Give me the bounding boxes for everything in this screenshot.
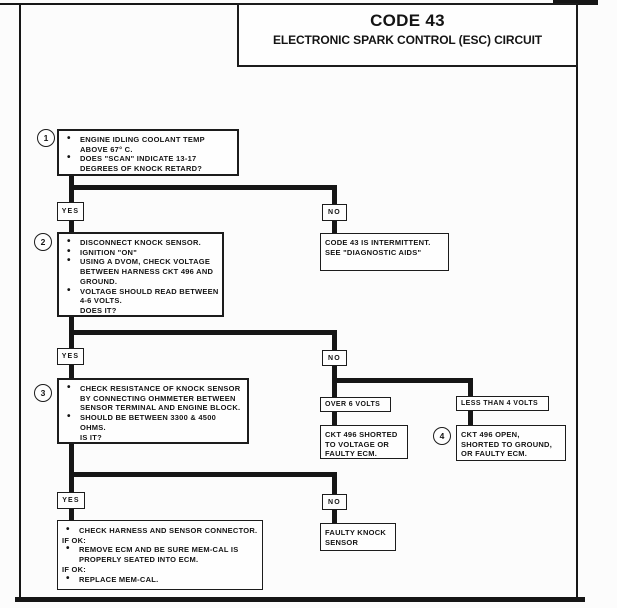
flow-text-line: BETWEEN HARNESS CKT 496 AND	[80, 267, 214, 277]
flow-text-line: VOLTAGE SHOULD READ BETWEEN	[59, 286, 218, 297]
question-box-2: DISCONNECT KNOCK SENSOR. IGNITION "ON" U…	[57, 232, 224, 317]
connector-bar3-to-no3	[332, 477, 337, 494]
less-than-4-volts-label: LESS THAN 4 VOLTS	[461, 400, 539, 407]
flow-text-line: IF OK:	[62, 564, 86, 574]
connector-voltbar-to-over6	[332, 383, 337, 397]
yes-label: YES	[61, 208, 80, 215]
flow-text-line: SENSOR	[325, 537, 359, 547]
title-box: CODE 43 ELECTRONIC SPARK CONTROL (ESC) C…	[237, 3, 578, 67]
flow-text-line: IS IT?	[80, 432, 102, 442]
flow-text-line: 4-6 VOLTS.	[80, 296, 122, 306]
flow-text-line: DOES "SCAN" INDICATE 13-17	[59, 153, 233, 164]
question-box-1: ENGINE IDLING COOLANT TEMP ABOVE 67° C. …	[57, 129, 239, 176]
ckt-shorted-result-box: CKT 496 SHORTED TO VOLTAGE OR FAULTY ECM…	[320, 425, 408, 459]
connector-bar2-to-no2	[332, 335, 337, 350]
flow-text-line: OHMS.	[80, 422, 106, 432]
flow-text-line: SHORTED TO GROUND,	[461, 439, 553, 449]
frame-top-notch	[553, 0, 598, 5]
yes-label: YES	[61, 353, 80, 360]
flow-text-line: CHECK RESISTANCE OF KNOCK SENSOR	[59, 383, 243, 394]
connector-q3-to-yes3	[69, 444, 74, 492]
frame-left-border	[19, 3, 21, 598]
connector-bar-3	[69, 472, 337, 477]
flow-text-line: ENGINE IDLING COOLANT TEMP	[59, 134, 233, 145]
connector-bar1-to-no1	[332, 190, 337, 204]
ckt-open-result-box: CKT 496 OPEN, SHORTED TO GROUND, OR FAUL…	[456, 425, 566, 461]
flow-text-line: SENSOR TERMINAL AND ENGINE BLOCK.	[80, 403, 241, 413]
yes-label: YES	[62, 497, 80, 504]
flow-text-line: TO VOLTAGE OR	[325, 439, 390, 449]
step-1-badge: 1	[37, 129, 55, 147]
flow-text-line: SHOULD BE BETWEEN 3300 & 4500	[59, 412, 243, 423]
flow-text-line: GROUND.	[80, 276, 118, 286]
connector-over6-to-result	[332, 412, 337, 425]
page-title-code: CODE 43	[370, 11, 445, 30]
flow-text-line: ABOVE 67° C.	[80, 144, 133, 154]
no-tag-3: NO	[322, 494, 347, 510]
flow-text-line: SEE "DIAGNOSTIC AIDS"	[325, 247, 422, 257]
connector-less4-to-result	[468, 411, 473, 425]
final-instructions-box: CHECK HARNESS AND SENSOR CONNECTOR. IF O…	[57, 520, 263, 590]
flow-text-line: DOES IT?	[80, 305, 117, 315]
no-tag-1: NO	[322, 204, 347, 221]
flow-text-line: CKT 496 OPEN,	[461, 430, 520, 439]
step-4-badge: 4	[433, 427, 451, 445]
page-title-circuit: ELECTRONIC SPARK CONTROL (ESC) CIRCUIT	[272, 33, 543, 47]
flow-text-line: DISCONNECT KNOCK SENSOR.	[59, 237, 218, 248]
step-3-number: 3	[40, 388, 46, 398]
flow-text-line: REPLACE MEM-CAL.	[58, 574, 258, 585]
connector-no3-to-faulty	[332, 510, 337, 523]
flow-text-line: OR FAULTY ECM.	[461, 449, 528, 459]
flow-text-line: CHECK HARNESS AND SENSOR CONNECTOR.	[58, 525, 258, 536]
connector-bar-2	[69, 330, 337, 335]
connector-volt-bar	[332, 378, 473, 383]
flow-text-line: FAULTY KNOCK	[325, 528, 387, 537]
flow-text-line: FAULTY ECM.	[325, 449, 378, 459]
yes-tag-1: YES	[57, 202, 84, 221]
flow-text-line: IF OK:	[62, 535, 86, 545]
step-4-number: 4	[439, 431, 445, 441]
faulty-knock-sensor-box: FAULTY KNOCK SENSOR	[320, 523, 396, 551]
flow-text-line: PROPERLY SEATED INTO ECM.	[79, 555, 199, 565]
flow-text-line: CODE 43 IS INTERMITTENT.	[325, 238, 431, 247]
flow-text-line: DEGREES OF KNOCK RETARD?	[80, 164, 203, 174]
over-6-volts-label: OVER 6 VOLTS	[325, 401, 381, 408]
no-label: NO	[328, 498, 341, 506]
flow-text-line: REMOVE ECM AND BE SURE MEM-CAL IS	[58, 544, 258, 555]
over-6-volts-box: OVER 6 VOLTS	[320, 397, 391, 412]
yes-tag-3: YES	[57, 492, 85, 509]
intermittent-box: CODE 43 IS INTERMITTENT. SEE "DIAGNOSTIC…	[320, 233, 449, 271]
frame-bottom-border	[15, 597, 585, 602]
connector-no1-to-intermittent	[332, 218, 337, 233]
connector-bar-1	[69, 185, 337, 190]
step-2-badge: 2	[34, 233, 52, 251]
less-than-4-volts-box: LESS THAN 4 VOLTS	[456, 396, 549, 411]
flow-text-line: IGNITION "ON"	[59, 247, 218, 258]
connector-yes3-to-final	[69, 509, 74, 520]
flow-text-line: USING A DVOM, CHECK VOLTAGE	[59, 256, 218, 267]
connector-yes1-to-q2	[69, 219, 74, 232]
step-2-number: 2	[40, 237, 46, 247]
no-label: NO	[328, 209, 341, 216]
step-3-badge: 3	[34, 384, 52, 402]
connector-yes2-to-q3	[69, 364, 74, 378]
no-label: NO	[328, 354, 341, 362]
yes-tag-2: YES	[57, 348, 84, 365]
question-box-3: CHECK RESISTANCE OF KNOCK SENSOR BY CONN…	[57, 378, 249, 444]
connector-voltbar-to-less4	[468, 383, 473, 396]
step-1-number: 1	[43, 133, 49, 143]
no-tag-2: NO	[322, 350, 347, 366]
flow-text-line: BY CONNECTING OHMMETER BETWEEN	[80, 393, 236, 403]
flow-text-line: CKT 496 SHORTED	[325, 430, 398, 439]
frame-right-border	[576, 3, 578, 598]
connector-no2-to-voltbar	[332, 366, 337, 383]
